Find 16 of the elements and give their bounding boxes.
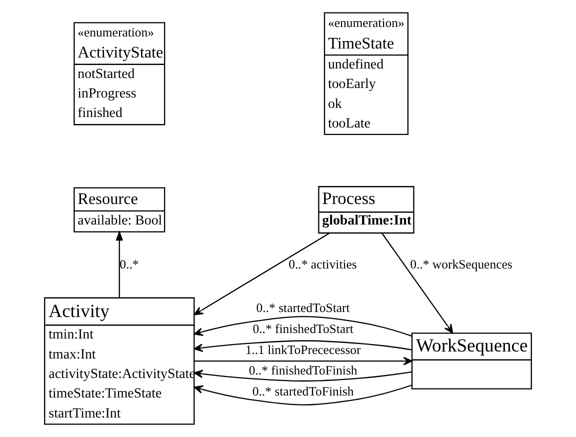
edge-label: 0..* startedToFinish bbox=[252, 384, 354, 399]
edge-label: 0..* workSequences bbox=[410, 258, 512, 272]
arrow bbox=[194, 316, 412, 337]
arrow bbox=[116, 230, 124, 298]
edge-label: 0..* activities bbox=[288, 258, 357, 272]
edge-label: 0..* finishedToFinish bbox=[248, 364, 358, 378]
edge-label: 0..* bbox=[120, 258, 139, 272]
edge-label: 1..1 linkToPrececessor bbox=[245, 342, 361, 357]
arrow bbox=[194, 232, 330, 316]
arrow bbox=[194, 370, 412, 382]
edge-label: 0..* finishedToStart bbox=[252, 322, 354, 336]
arrow bbox=[194, 340, 412, 352]
arrow bbox=[382, 232, 454, 334]
arrow bbox=[194, 356, 412, 366]
arrow bbox=[194, 384, 412, 406]
edge-label: 0..* startedToStart bbox=[256, 301, 350, 316]
